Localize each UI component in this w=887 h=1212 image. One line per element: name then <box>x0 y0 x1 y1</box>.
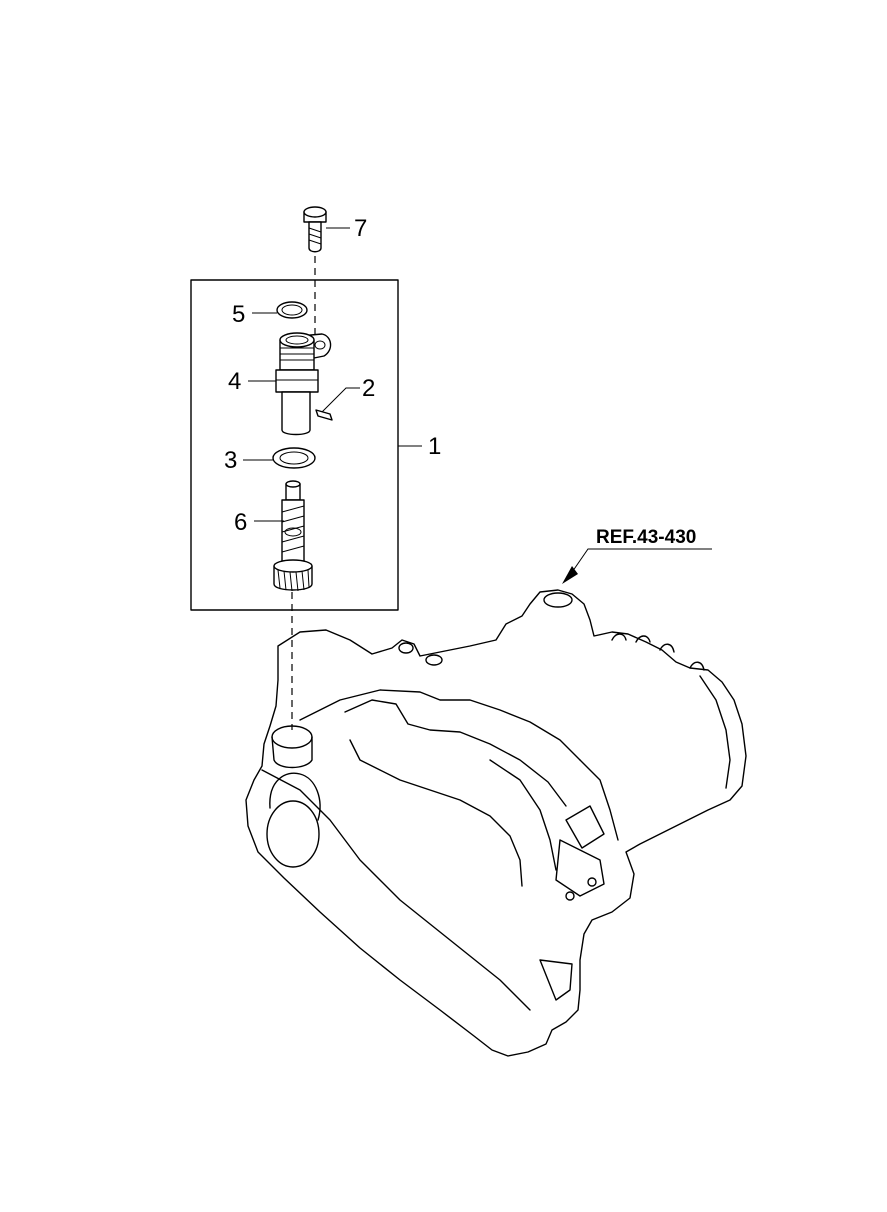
callout-6: 6 <box>234 509 247 536</box>
callout-1: 1 <box>428 433 441 460</box>
bolt-part-7 <box>303 206 327 253</box>
callout-2: 2 <box>362 375 375 402</box>
callout-3: 3 <box>224 447 237 474</box>
pin-part-2 <box>315 409 333 421</box>
assembly-frame <box>190 279 399 611</box>
o-ring-part-5 <box>276 301 308 319</box>
reference-label: REF.43-430 <box>596 527 696 548</box>
callout-5: 5 <box>232 301 245 328</box>
gear-shaft-part-6 <box>273 480 313 592</box>
seal-ring-part-3 <box>272 447 316 469</box>
transmission-housing <box>245 589 747 1057</box>
callout-4: 4 <box>228 368 241 395</box>
sleeve-part-4 <box>275 332 332 436</box>
callout-7: 7 <box>354 215 367 242</box>
